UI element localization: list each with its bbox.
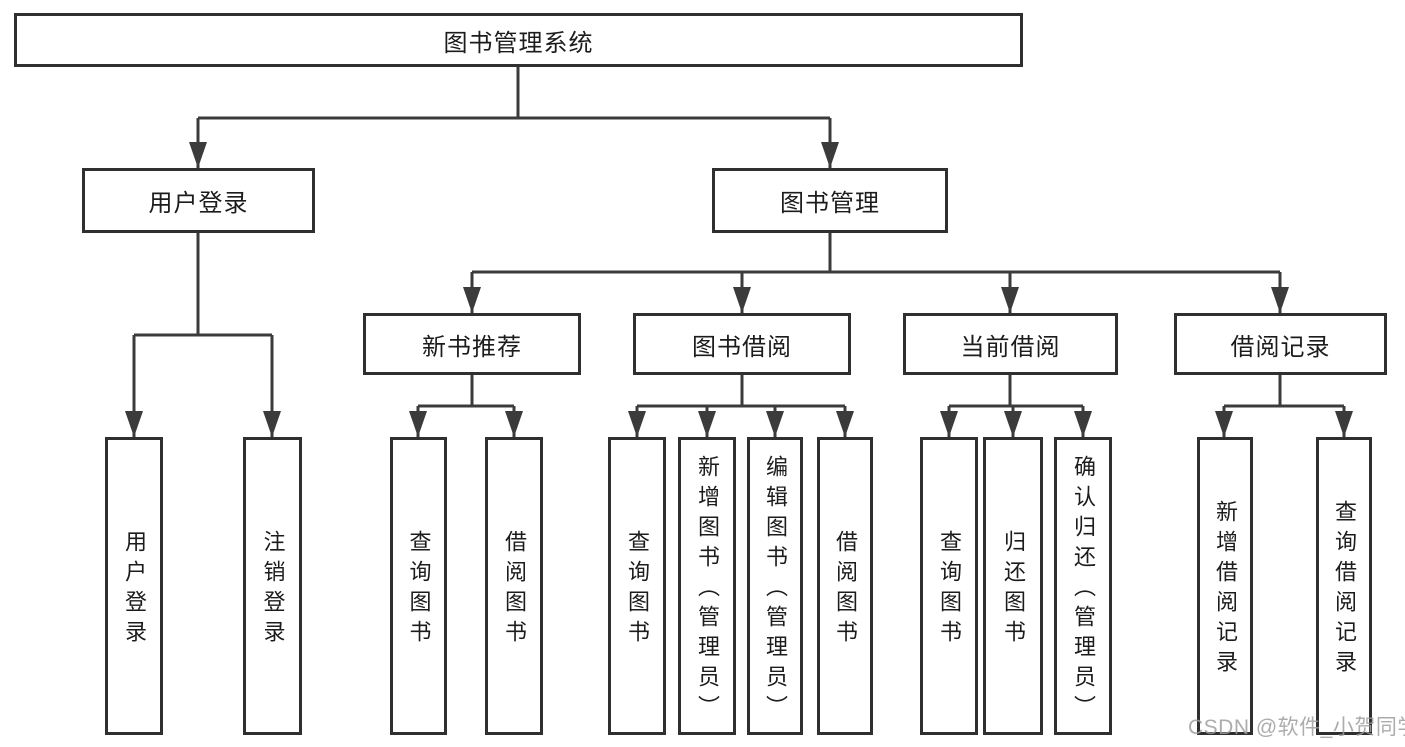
arrowhead-icon (1215, 411, 1233, 437)
arrowhead-icon (940, 411, 958, 437)
leaf-borrow-book-recommend: 借阅图书 (485, 437, 543, 735)
arrowhead-icon (836, 411, 854, 437)
node-book-management: 图书管理 (712, 168, 948, 233)
leaf-edit-book-admin: 编辑图书（管理员） (747, 437, 803, 735)
leaf-label: 新增借阅记录 (1213, 500, 1238, 680)
arrowhead-icon (628, 411, 646, 437)
leaf-label: 查询借阅记录 (1332, 500, 1357, 680)
leaf-label: 归还图书 (1001, 530, 1026, 650)
arrowhead-icon (189, 142, 207, 168)
arrowhead-icon (698, 411, 716, 437)
node-current-borrowing: 当前借阅 (903, 313, 1118, 375)
arrowheads (125, 142, 1353, 437)
leaf-label: 查询图书 (937, 530, 962, 650)
node-new-book-recommend-label: 新书推荐 (422, 333, 522, 361)
leaf-query-book-recommend: 查询图书 (390, 437, 447, 735)
leaf-label: 用户登录 (122, 530, 147, 650)
leaf-label: 新增图书（管理员） (695, 455, 720, 725)
node-root: 图书管理系统 (14, 13, 1023, 67)
node-root-label: 图书管理系统 (443, 29, 594, 57)
arrowhead-icon (1335, 411, 1353, 437)
leaf-label: 查询图书 (406, 530, 432, 650)
leaf-user-login: 用户登录 (105, 437, 163, 735)
leaf-query-book-borrowing: 查询图书 (608, 437, 666, 735)
leaf-label: 借阅图书 (502, 530, 527, 650)
watermark: CSDN @软件_小贺同学 (1188, 716, 1405, 739)
node-new-book-recommend: 新书推荐 (363, 313, 581, 375)
leaf-label: 确认归还（管理员） (1071, 455, 1096, 725)
arrowhead-icon (409, 411, 427, 437)
arrowhead-icon (1074, 411, 1092, 437)
arrowhead-icon (1001, 287, 1019, 313)
node-current-borrowing-label: 当前借阅 (960, 333, 1061, 361)
leaf-return-book: 归还图书 (983, 437, 1043, 735)
arrowhead-icon (263, 411, 281, 437)
arrowhead-icon (821, 142, 839, 168)
node-book-management-label: 图书管理 (780, 190, 880, 217)
arrowhead-icon (505, 411, 523, 437)
arrowhead-icon (463, 287, 481, 313)
node-borrow-records-label: 借阅记录 (1230, 333, 1331, 361)
leaf-logout: 注销登录 (243, 437, 302, 735)
leaf-label: 编辑图书（管理员） (763, 455, 788, 725)
arrowhead-icon (766, 411, 784, 437)
leaf-confirm-return-admin: 确认归还（管理员） (1054, 437, 1112, 735)
leaf-label: 借阅图书 (833, 530, 858, 650)
node-user-login: 用户登录 (82, 168, 315, 233)
node-book-borrowing-label: 图书借阅 (692, 333, 792, 361)
arrowhead-icon (733, 287, 751, 313)
leaf-query-book-current: 查询图书 (920, 437, 978, 735)
leaf-label: 注销登录 (260, 530, 286, 650)
node-user-login-label: 用户登录 (148, 190, 249, 217)
leaf-label: 查询图书 (625, 530, 650, 650)
node-book-borrowing: 图书借阅 (633, 313, 851, 375)
arrowhead-icon (1271, 287, 1289, 313)
arrowhead-icon (125, 411, 143, 437)
node-borrow-records: 借阅记录 (1174, 313, 1387, 375)
leaf-add-borrow-record: 新增借阅记录 (1197, 437, 1253, 735)
leaf-query-borrow-record: 查询借阅记录 (1316, 437, 1372, 735)
arrowhead-icon (1004, 411, 1022, 437)
leaf-borrow-book: 借阅图书 (817, 437, 873, 735)
leaf-add-book-admin: 新增图书（管理员） (678, 437, 736, 735)
connector-path (132, 67, 1346, 437)
